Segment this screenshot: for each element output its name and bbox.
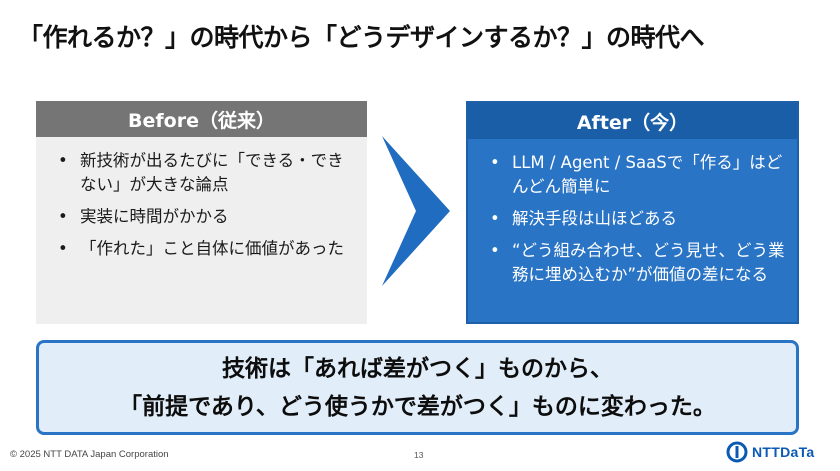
brand-logo: NTTDaTa [726, 441, 815, 463]
after-bullet-item: • “どう組み合わせ、どう見せ、どう業務に埋め込むか”が価値の差になる [488, 239, 787, 287]
summary-box: 技術は「あれば差がつく」ものから、 「前提であり、どう使うかで差がつく」ものに変… [36, 340, 799, 435]
before-bullet-text: 新技術が出るたびに「できる・できない」が大きな論点 [80, 151, 344, 194]
page-number: 13 [414, 450, 424, 460]
summary-line-2: 「前提であり、どう使うかで差がつく」ものに変わった。 [119, 393, 716, 420]
bullet-dot-icon: • [58, 151, 68, 170]
before-bullet-text: 実装に時間がかかる [80, 207, 229, 226]
after-bullet-item: • LLM / Agent / SaaSで「作る」はどんどん簡単に [488, 151, 787, 199]
before-bullet-item: • 「作れた」こと自体に価値があった [56, 237, 357, 261]
bullet-dot-icon: • [490, 209, 500, 228]
before-panel: Before（従来） • 新技術が出るたびに「できる・できない」が大きな論点 • 実… [36, 101, 367, 324]
slide-title: 「作れるか？」の時代から「どうデザインするか？」の時代へ [18, 23, 705, 52]
after-bullet-text: LLM / Agent / SaaSで「作る」はどんどん簡単に [512, 153, 783, 196]
before-panel-header: Before（従来） [36, 101, 367, 137]
bullet-dot-icon: • [490, 241, 500, 260]
ntt-data-logo-icon [726, 441, 748, 463]
after-bullet-list: • LLM / Agent / SaaSで「作る」はどんどん簡単に • 解決手段は山… [468, 139, 797, 287]
after-panel: After（今） • LLM / Agent / SaaSで「作る」はどんどん簡単… [466, 101, 799, 324]
before-bullet-item: • 新技術が出るたびに「できる・できない」が大きな論点 [56, 149, 357, 197]
bullet-dot-icon: • [58, 207, 68, 226]
before-bullet-text: 「作れた」こと自体に価値があった [80, 239, 344, 258]
bullet-dot-icon: • [490, 153, 500, 172]
summary-line-1: 技術は「あれば差がつく」ものから、 [222, 355, 613, 382]
after-panel-header: After（今） [468, 103, 797, 139]
before-bullet-list: • 新技術が出るたびに「できる・できない」が大きな論点 • 実装に時間がかかる • 「… [36, 137, 367, 261]
before-bullet-item: • 実装に時間がかかる [56, 205, 357, 229]
copyright-text: © 2025 NTT DATA Japan Corporation [10, 449, 169, 460]
after-bullet-item: • 解決手段は山ほどある [488, 207, 787, 231]
after-bullet-text: 解決手段は山ほどある [512, 209, 677, 228]
logo-text: NTTDaTa [752, 444, 815, 460]
right-arrow-icon [382, 136, 450, 286]
bullet-dot-icon: • [58, 239, 68, 258]
after-bullet-text: “どう組み合わせ、どう見せ、どう業務に埋め込むか”が価値の差になる [512, 241, 785, 284]
